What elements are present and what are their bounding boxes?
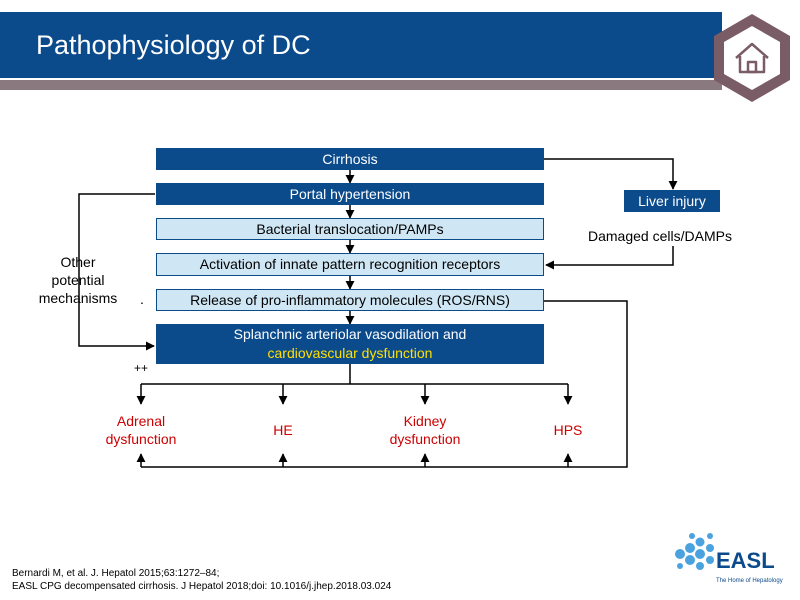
other-mechanisms-line2: potential	[51, 272, 105, 288]
portal-hypertension-box: Portal hypertension	[156, 183, 544, 205]
outcome-adrenal-line1: Adrenal	[116, 413, 166, 429]
other-mechanisms-line1: Other	[60, 254, 96, 270]
reference-line2: EASL CPG decompensated cirrhosis. J Hepa…	[12, 581, 392, 592]
splanchnic-line2: cardiovascular dysfunction	[267, 345, 433, 361]
splanchnic-line1: Splanchnic arteriolar vasodilation and	[233, 326, 467, 342]
other-mechanisms-line3: mechanisms	[38, 290, 118, 306]
hexagon-cluster-icon	[675, 533, 714, 570]
arrow-other-splanchnic	[78, 193, 155, 351]
outcome-kidney: Kidney dysfunction	[375, 412, 475, 448]
outcome-adrenal: Adrenal dysfunction	[91, 412, 191, 448]
hexagon-inner	[724, 26, 780, 90]
outcome-hps: HPS	[553, 422, 583, 438]
bacterial-translocation-box: Bacterial translocation/PAMPs	[156, 218, 544, 240]
arrow-cirrhosis-liver	[544, 158, 678, 190]
outcome-adrenal-line2: dysfunction	[105, 431, 177, 447]
easl-logo: EASL The Home of Hepatology	[675, 533, 783, 584]
home-icon	[735, 42, 769, 74]
damaged-cells-label: Damaged cells/DAMPs	[588, 228, 732, 244]
dot-mark: .	[140, 291, 144, 307]
logo-tagline: The Home of Hepatology	[716, 578, 783, 584]
release-feedback-line	[141, 300, 628, 468]
home-button[interactable]	[706, 12, 798, 104]
cirrhosis-box: Cirrhosis	[156, 148, 544, 170]
release-molecules-box: Release of pro-inflammatory molecules (R…	[156, 289, 544, 311]
title-rule	[0, 80, 722, 90]
splanchnic-box: Splanchnic arteriolar vasodilation and c…	[156, 324, 544, 364]
reference-line1: Bernardi M, et al. J. Hepatol 2015;63:12…	[12, 568, 220, 579]
references: Bernardi M, et al. J. Hepatol 2015;63:12…	[12, 567, 391, 593]
other-mechanisms-label: Other potential mechanisms	[28, 253, 128, 307]
outcome-he: HE	[273, 422, 293, 438]
arrow-damps-activation	[545, 246, 674, 270]
liver-injury-box: Liver injury	[624, 190, 720, 212]
outcome-kidney-line1: Kidney	[403, 413, 447, 429]
outcome-kidney-line2: dysfunction	[389, 431, 461, 447]
plus-plus-mark: ++	[134, 361, 149, 375]
logo-wordmark: EASL	[716, 548, 775, 573]
title-bar	[0, 12, 722, 78]
innate-activation-box: Activation of innate pattern recognition…	[156, 253, 544, 276]
page-title: Pathophysiology of DC	[36, 30, 311, 60]
